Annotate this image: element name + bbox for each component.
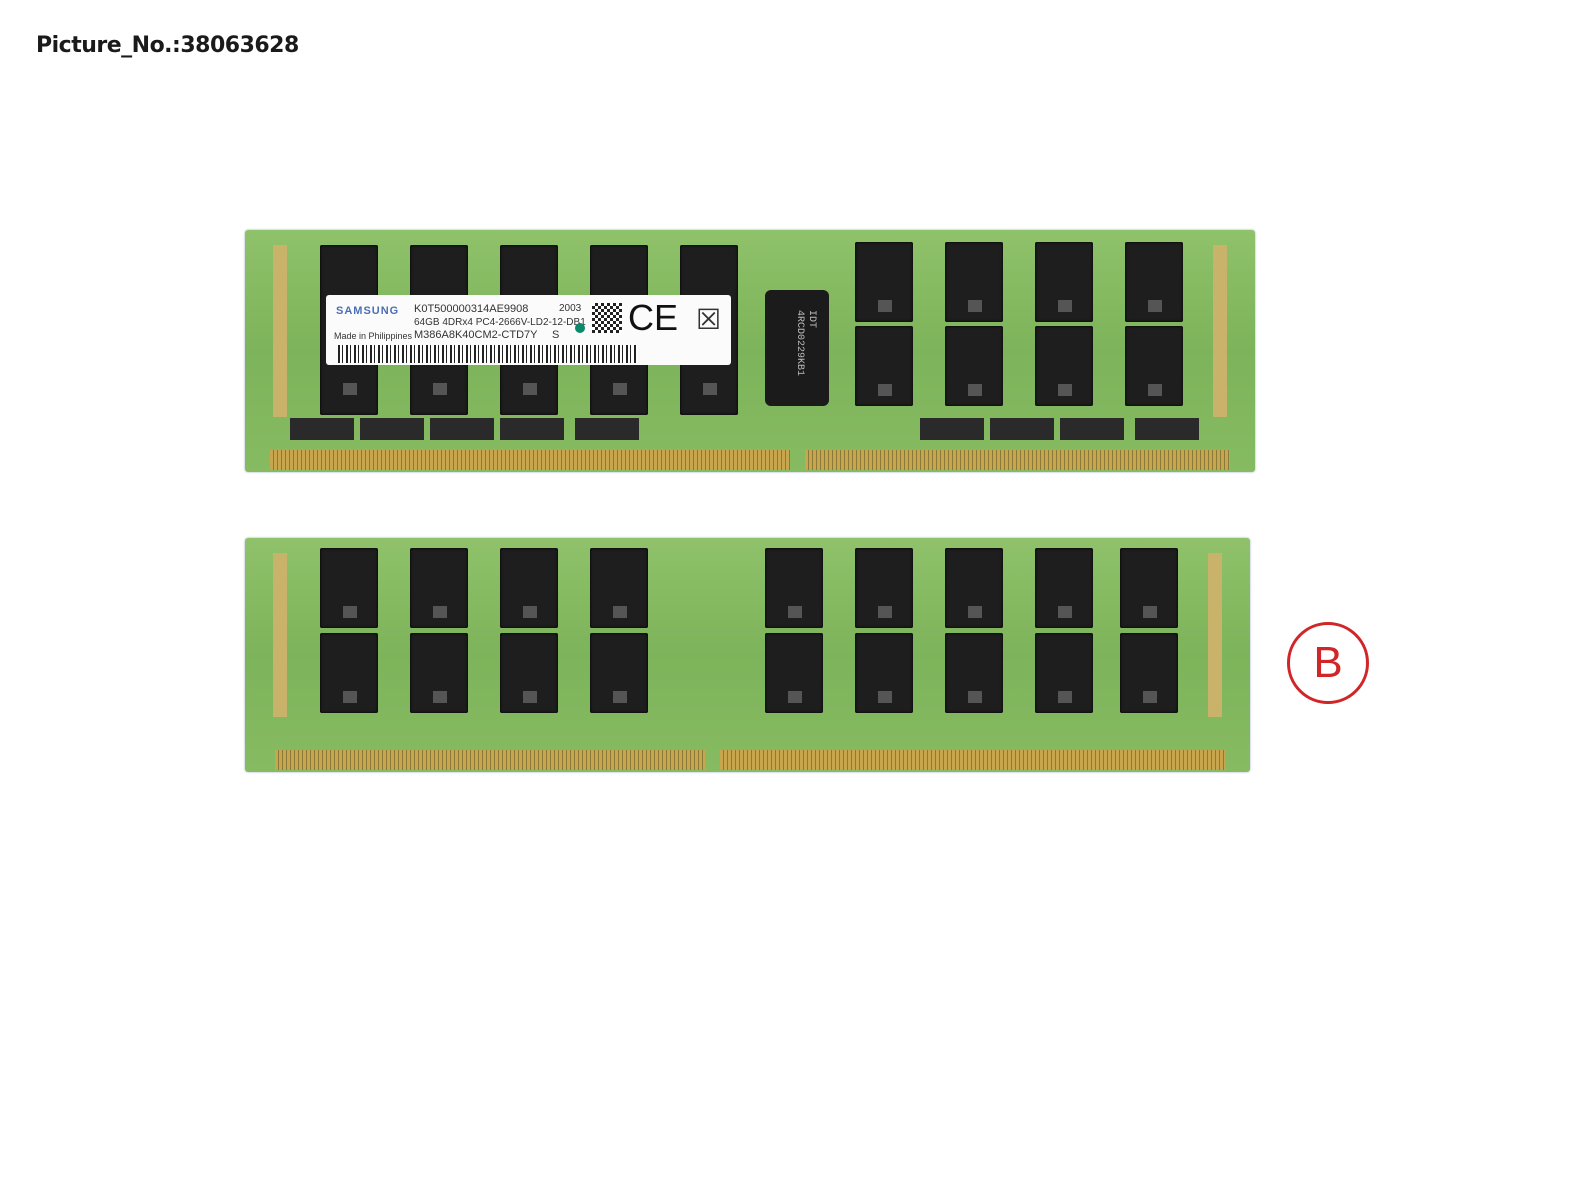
ce-mark: CE [628, 297, 679, 338]
dram-chip [1120, 548, 1178, 628]
dram-chip [1125, 242, 1183, 322]
memory-module-front: SAMSUNG K0T500000314AE9908 2003 64GB 4DR… [245, 230, 1255, 472]
green-dot [575, 323, 585, 333]
date-code: 2003 [559, 303, 582, 314]
dram-chip [945, 548, 1003, 628]
register-chip: IDT 4RCD0229KB1 [765, 290, 829, 406]
buffer-chip [1135, 418, 1199, 440]
dram-chip [1035, 548, 1093, 628]
buffer-chip [290, 418, 354, 440]
dram-chip [855, 548, 913, 628]
product-label: SAMSUNG K0T500000314AE9908 2003 64GB 4DR… [326, 295, 731, 365]
dram-chip [945, 242, 1003, 322]
dram-chip [1035, 242, 1093, 322]
dram-chip [1035, 326, 1093, 406]
weee-bin-icon: ☒ [696, 304, 722, 335]
register-chip-text: 4RCD0229KB1 [794, 310, 805, 377]
memory-module-back [245, 538, 1250, 772]
gold-contacts-left [270, 450, 790, 470]
dram-chip [320, 633, 378, 713]
dram-chip [945, 633, 1003, 713]
dram-chip [1035, 633, 1093, 713]
qr-code-icon [592, 303, 622, 333]
dram-chip [590, 633, 648, 713]
barcode [338, 345, 638, 363]
origin-text: Made in Philippines [334, 331, 413, 341]
dram-chip [765, 633, 823, 713]
serial-number: K0T500000314AE9908 [414, 303, 529, 315]
dram-chip [410, 548, 468, 628]
side-components [1208, 553, 1222, 717]
gold-contacts-left [275, 750, 705, 770]
module-spec: 64GB 4DRx4 PC4-2666V-LD2-12-DB1 [414, 317, 586, 328]
brand-logo: SAMSUNG [336, 305, 400, 317]
dram-chip [1125, 326, 1183, 406]
dram-chip [410, 633, 468, 713]
dram-chip [945, 326, 1003, 406]
dram-chip [500, 548, 558, 628]
callout-b: B [1287, 622, 1369, 704]
picture-number-caption: Picture_No.:38063628 [36, 33, 299, 58]
side-components [273, 245, 287, 417]
buffer-chip [990, 418, 1054, 440]
dram-chip [765, 548, 823, 628]
buffer-chip [360, 418, 424, 440]
dram-chip [590, 548, 648, 628]
dram-chip [1120, 633, 1178, 713]
buffer-chip [500, 418, 564, 440]
dram-chip [500, 633, 558, 713]
buffer-chip [1060, 418, 1124, 440]
part-suffix: S [552, 329, 560, 341]
side-components [1213, 245, 1227, 417]
dram-chip [855, 326, 913, 406]
buffer-chip [430, 418, 494, 440]
part-number: M386A8K40CM2-CTD7Y [414, 329, 538, 341]
buffer-chip [575, 418, 639, 440]
gold-contacts-right [805, 450, 1230, 470]
register-chip-text: IDT [806, 310, 817, 329]
gold-contacts-right [720, 750, 1225, 770]
side-components [273, 553, 287, 717]
dram-chip [855, 242, 913, 322]
buffer-chip [920, 418, 984, 440]
dram-chip [320, 548, 378, 628]
dram-chip [855, 633, 913, 713]
